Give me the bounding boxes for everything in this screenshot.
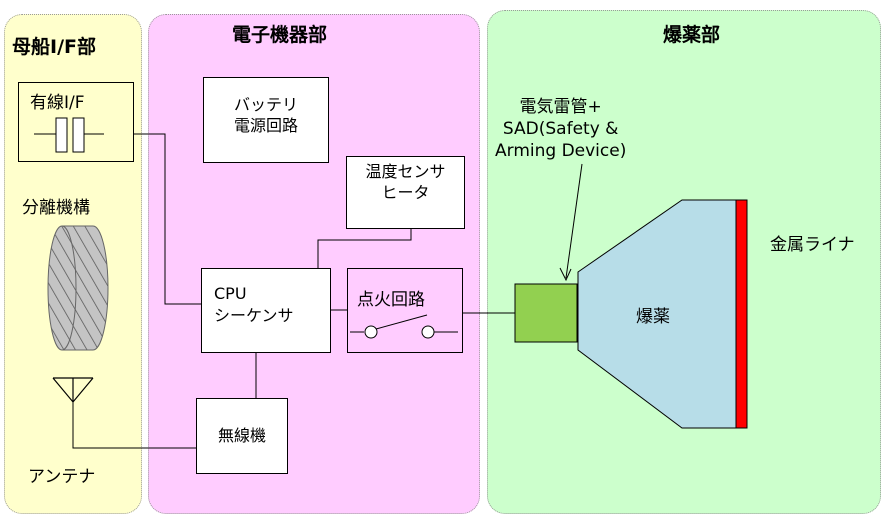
heater-label: ヒータ	[381, 182, 430, 202]
wired-if-box	[18, 82, 134, 162]
wired-if-label: 有線I/F	[30, 93, 85, 113]
detonator-sad-label: 電気雷管+ SAD(Safety & Arming Device)	[495, 96, 626, 162]
antenna-label: アンテナ	[28, 467, 96, 487]
detonator-label-line2: SAD(Safety &	[502, 119, 619, 140]
mothership-if-title: 母船I/F部	[12, 36, 96, 58]
sequencer-label: シーケンサ	[214, 306, 294, 326]
metal-liner-shape	[735, 199, 748, 429]
power-circuit-label: 電源回路	[233, 115, 298, 135]
detonator-label-line3: Arming Device)	[495, 141, 627, 162]
wire-wired-if-to-cpu	[133, 133, 201, 305]
arrow-to-detonator	[559, 163, 583, 282]
radio-box: 無線機	[196, 398, 288, 474]
wire-cpu-to-temp-sensor	[317, 229, 412, 268]
separation-mechanism-icon	[47, 225, 109, 351]
detonator-shape	[514, 283, 578, 343]
wire-antenna-to-radio	[72, 402, 196, 449]
metal-liner-label: 金属ライナ	[770, 235, 855, 255]
cpu-label: CPU	[214, 284, 247, 303]
electronics-title: 電子機器部	[232, 24, 328, 46]
battery-label: バッテリ	[233, 95, 298, 114]
ignition-circuit-label: 点火回路	[357, 290, 425, 310]
detonator-label-line1: 電気雷管+	[519, 97, 602, 117]
cpu-sequencer-box: CPU シーケンサ	[201, 268, 331, 353]
ignition-circuit-box	[347, 268, 463, 353]
radio-label: 無線機	[217, 426, 266, 445]
switch-icon	[350, 314, 458, 339]
temp-sensor-heater-box: 温度センサ ヒータ	[346, 156, 465, 229]
explosive-title: 爆薬部	[663, 24, 721, 46]
explosive-fill-label: 爆薬	[636, 307, 670, 327]
capacitor-icon	[34, 117, 104, 153]
temp-sensor-label: 温度センサ	[365, 162, 446, 181]
battery-power-circuit-box: バッテリ 電源回路	[203, 77, 329, 163]
separation-mechanism-label: 分離機構	[22, 198, 90, 218]
antenna-icon	[52, 377, 94, 403]
